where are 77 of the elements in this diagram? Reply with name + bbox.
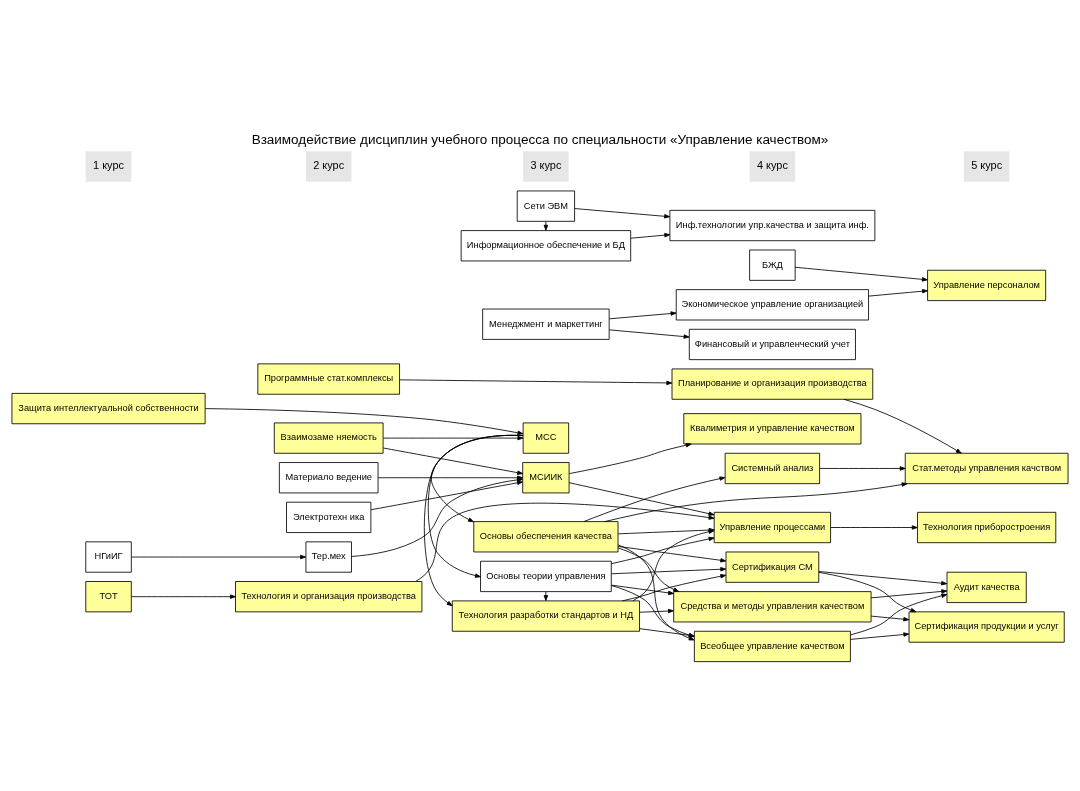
node-box: МСИИК — [522, 462, 570, 494]
arrow — [568, 482, 715, 516]
arrow — [382, 447, 524, 475]
node-box: Информационное обеспечение и БД — [460, 230, 632, 262]
arrow — [131, 594, 236, 599]
node-box: Системный анализ — [724, 452, 821, 485]
arrow — [818, 571, 917, 613]
node-box: Тер.мех — [305, 541, 352, 573]
arrow — [399, 379, 673, 386]
node-box: Взаимозаме няемость — [273, 422, 384, 454]
node-box: Экономическое управление организацией — [675, 289, 869, 321]
arrow — [608, 311, 677, 320]
node-box: Технология и организация производства — [235, 581, 423, 613]
node-box: Управление персоналом — [927, 269, 1047, 302]
label: 5 курс — [971, 159, 1003, 172]
node-box: ТОТ — [85, 581, 132, 613]
node-box: БЖД — [749, 249, 796, 281]
node-box: Инф.технологии упр.качества и защита инф. — [669, 209, 876, 242]
arrow — [621, 574, 727, 602]
arrow — [382, 435, 524, 441]
node-box: Электротехн ика — [286, 501, 372, 533]
arrow — [604, 482, 908, 522]
arrow — [583, 476, 726, 522]
label: 3 курс — [530, 159, 562, 172]
node-box: Менеджмент и маркеттинг — [482, 308, 610, 340]
arrow — [611, 584, 674, 596]
node-box: Стат.методы управления качством — [904, 452, 1069, 485]
arrow — [830, 525, 918, 530]
arrow — [543, 221, 549, 231]
node-box: Финансовый и управленческий учет — [688, 328, 856, 361]
arrow — [610, 585, 695, 638]
node-box: МСС — [522, 422, 570, 454]
node-box: Основы обеспечения качества — [473, 521, 619, 553]
node-box: Аудит качества — [946, 571, 1027, 603]
diagram-title: Взаимодействие дисциплин учебного процесса по специальности «Управление качеством» — [251, 131, 829, 147]
arrow — [630, 232, 671, 239]
node-box: Сети ЭВМ — [516, 190, 575, 222]
node-box: Квалиметрия и управление качеством — [683, 413, 862, 445]
arrow — [204, 408, 524, 435]
arrow — [131, 554, 307, 560]
arrow — [608, 329, 690, 339]
arrow — [611, 567, 727, 575]
arrow — [370, 480, 523, 511]
label: 4 курс — [756, 159, 788, 172]
arrow — [543, 591, 549, 601]
node-box: Программные стат.комплексы — [257, 363, 400, 395]
arrow — [639, 628, 695, 638]
node-box: Технология приборостроения — [917, 511, 1057, 544]
node-box: НГиИГ — [85, 541, 132, 573]
node-box: Основы теории управления — [480, 560, 612, 593]
arrow — [870, 615, 910, 622]
arrow — [377, 475, 524, 480]
arrow — [617, 546, 727, 563]
arrow — [617, 544, 695, 641]
node-box: Сертификация продукции и услуг — [908, 611, 1065, 643]
node-box: Планирование и организация производства — [671, 368, 874, 400]
node-box: Сертификация СМ — [725, 551, 820, 583]
node-box: Материало ведение — [278, 462, 379, 494]
arrow — [617, 547, 680, 592]
node-box: Средства и методы управления качеством — [673, 591, 872, 623]
label: 2 курс — [313, 159, 345, 172]
label: 1 курс — [93, 159, 125, 172]
arrow — [568, 443, 692, 475]
arrow — [574, 208, 671, 219]
arrow — [870, 589, 948, 599]
arrow — [818, 571, 948, 586]
arrow — [819, 466, 906, 471]
arrow — [639, 608, 674, 614]
node-box: Всеобщее управление качеством — [693, 630, 851, 663]
node-box: Защита интеллектуальной собственности — [11, 392, 206, 425]
node-box: Технология разработки стандартов и НД — [451, 600, 640, 632]
arrow — [850, 593, 948, 636]
arrow — [868, 289, 928, 297]
arrow — [610, 536, 715, 565]
arrow — [794, 266, 928, 282]
arrow — [850, 632, 910, 640]
node-box: Управление процессами — [713, 511, 831, 544]
